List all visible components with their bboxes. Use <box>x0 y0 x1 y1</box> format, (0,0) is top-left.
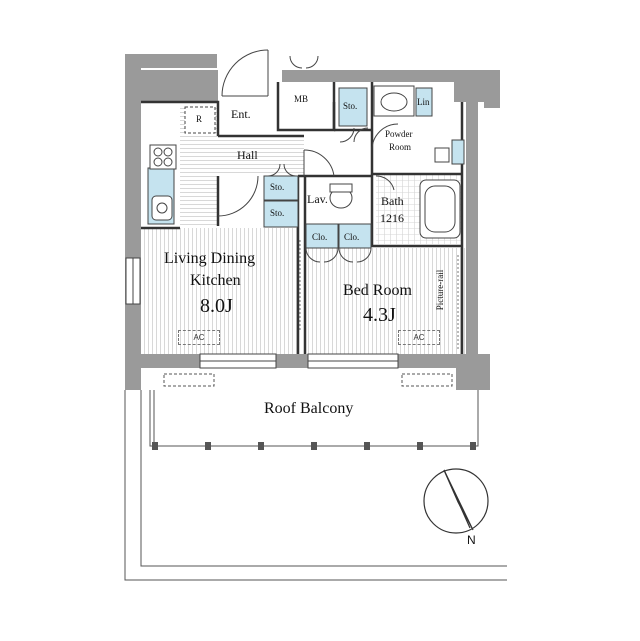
interior-walls <box>141 82 464 354</box>
ldk-label-2: Kitchen <box>190 272 241 289</box>
bath-size-label: 1216 <box>380 211 404 225</box>
balcony-posts <box>152 442 476 450</box>
doors <box>217 49 399 263</box>
plumbing-fixtures <box>149 85 461 239</box>
meter-box-label: MB <box>294 94 309 104</box>
bedroom-size-label: 4.3J <box>363 304 396 326</box>
bedroom-label: Bed Room <box>343 282 412 299</box>
ac-unit-bedroom: AC <box>398 330 440 345</box>
hall-label: Hall <box>237 148 258 162</box>
storage-2-label: Sto. <box>270 208 285 218</box>
powder-room-label-2: Room <box>389 142 412 152</box>
bath-label: Bath <box>381 194 404 208</box>
powder-room-label-1: Powder <box>385 129 413 139</box>
storage-1-label: Sto. <box>270 182 285 192</box>
refrigerator-label: R <box>196 114 203 124</box>
storage-entry-label: Sto. <box>343 101 358 111</box>
north-label: N <box>467 533 476 547</box>
ldk-label-1: Living Dining <box>164 250 256 267</box>
linen-label: Lin <box>417 97 430 107</box>
entrance-label: Ent. <box>231 107 251 121</box>
balcony-label: Roof Balcony <box>264 400 354 417</box>
picture-rail-label: Picture-rail <box>435 269 446 311</box>
hall-floor <box>218 136 304 176</box>
ldk-floor <box>143 228 298 354</box>
ac-unit-ldk: AC <box>178 330 220 345</box>
ldk-size-label: 8.0J <box>200 295 233 317</box>
closet-1-label: Clo. <box>312 232 328 242</box>
closet-2-label: Clo. <box>344 232 360 242</box>
north-arrow-icon <box>423 468 489 534</box>
lavatory-label: Lav. <box>307 192 328 206</box>
windows <box>125 257 399 369</box>
bedroom-floor <box>305 248 465 354</box>
